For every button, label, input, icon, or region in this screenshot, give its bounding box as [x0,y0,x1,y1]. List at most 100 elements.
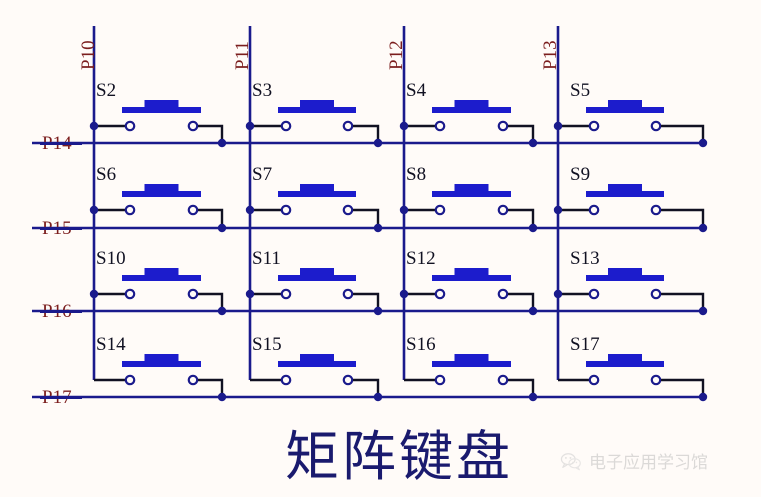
switch-s14-terminal-right [187,374,199,386]
switch-s12-row-junction [528,306,538,316]
switch-s11-right-lead [353,292,380,311]
column-label-p11: P11 [232,41,253,70]
column-label-p12: P12 [386,40,407,70]
switch-s7 [245,184,383,233]
switch-s5-column-junction [553,121,563,131]
switch-s11-row-junction [373,306,383,316]
switch-s8-row-junction [528,223,538,233]
switch-s11-cap [300,268,334,279]
switch-s12-terminal-right [497,288,509,300]
switch-s10-cap [144,268,179,279]
row-label-underline-p14 [40,142,82,145]
row-label-underline-p17 [40,396,82,399]
switch-label-s5: S5 [570,80,591,101]
switch-s2-terminal-left [124,120,136,132]
switch-s15-right-lead [353,378,380,397]
switch-s10-terminal-right [187,288,199,300]
switch-s2 [89,100,227,148]
switch-s9-terminal-left [588,204,600,216]
switch-s10 [89,268,227,316]
switch-s12-cap [454,268,489,279]
switch-s10-row-junction [217,306,227,316]
switch-s9-right-lead [661,208,705,228]
switch-label-s7: S7 [252,164,273,185]
switch-label-s11: S11 [252,248,281,269]
switch-label-s10: S10 [96,248,126,269]
switch-s17-terminal-right [650,374,662,386]
switch-s14-right-lead [198,378,224,397]
switch-s11-terminal-right [342,288,354,300]
switch-s14-terminal-left [124,374,136,386]
switch-s4-cap [454,100,489,111]
switch-s16-row-junction [528,392,538,402]
switch-s3-right-lead [353,124,380,143]
row-label-underline-p15 [40,227,82,230]
switch-s17 [558,354,708,402]
row-label-underline-p16 [40,310,82,313]
switch-label-s9: S9 [570,164,591,185]
column-label-p10: P10 [78,40,99,70]
switch-s16 [404,354,538,402]
switch-s8-terminal-right [497,204,509,216]
switch-s9 [553,184,708,233]
switch-label-s4: S4 [406,80,427,101]
switch-s9-column-junction [553,205,563,215]
switch-s7-row-junction [373,223,383,233]
switch-s7-right-lead [353,208,380,228]
switch-label-s3: S3 [252,80,273,101]
wechat-logo-icon [560,452,581,470]
switch-s3-terminal-left [280,120,292,132]
switch-s13-column-junction [553,289,563,299]
switch-label-s8: S8 [406,164,427,185]
switch-s14-row-junction [217,392,227,402]
switch-s3-row-junction [373,138,383,148]
switch-s7-column-junction [245,205,255,215]
switch-s8-column-junction [399,205,409,215]
switch-s5-terminal-left [588,120,600,132]
switch-s15-terminal-left [280,374,292,386]
switch-label-s13: S13 [570,248,600,269]
switch-label-s12: S12 [406,248,436,269]
page-title: 矩阵键盘 [285,425,513,488]
switch-s7-terminal-left [280,204,292,216]
switch-s9-cap [608,184,642,195]
switch-s4-terminal-right [497,120,509,132]
switch-s7-terminal-right [342,204,354,216]
switch-s10-column-junction [89,289,99,299]
switch-s8-terminal-left [434,204,446,216]
switch-s2-terminal-right [187,120,199,132]
switch-s2-column-junction [89,121,99,131]
switch-s15-row-junction [373,392,383,402]
switch-s4 [399,100,538,148]
column-label-p13: P13 [540,40,561,70]
switch-s12-terminal-left [434,288,446,300]
switch-s16-terminal-left [434,374,446,386]
switch-s2-cap [144,100,179,111]
switch-s3-terminal-right [342,120,354,132]
switch-label-s6: S6 [96,164,117,185]
switch-s16-right-lead [508,378,535,397]
switch-s9-terminal-right [650,204,662,216]
switch-s9-row-junction [698,223,708,233]
switch-s3-column-junction [245,121,255,131]
switch-s8-right-lead [508,208,535,228]
switch-s4-column-junction [399,121,409,131]
switch-s6 [89,184,227,233]
switch-s11-column-junction [245,289,255,299]
watermark: 电子应用学习馆 [560,448,708,473]
switch-s6-row-junction [217,223,227,233]
switch-s17-row-junction [698,392,708,402]
switch-s5 [553,100,708,148]
switch-s15 [250,354,383,402]
switch-label-s17: S17 [570,334,600,355]
switch-s16-cap [454,354,489,365]
switch-s12-column-junction [399,289,409,299]
switch-s14-cap [144,354,179,365]
switch-label-s2: S2 [96,80,117,101]
switch-s13-terminal-right [650,288,662,300]
switch-s5-terminal-right [650,120,662,132]
switch-s14 [94,354,227,402]
switch-s7-cap [300,184,334,195]
